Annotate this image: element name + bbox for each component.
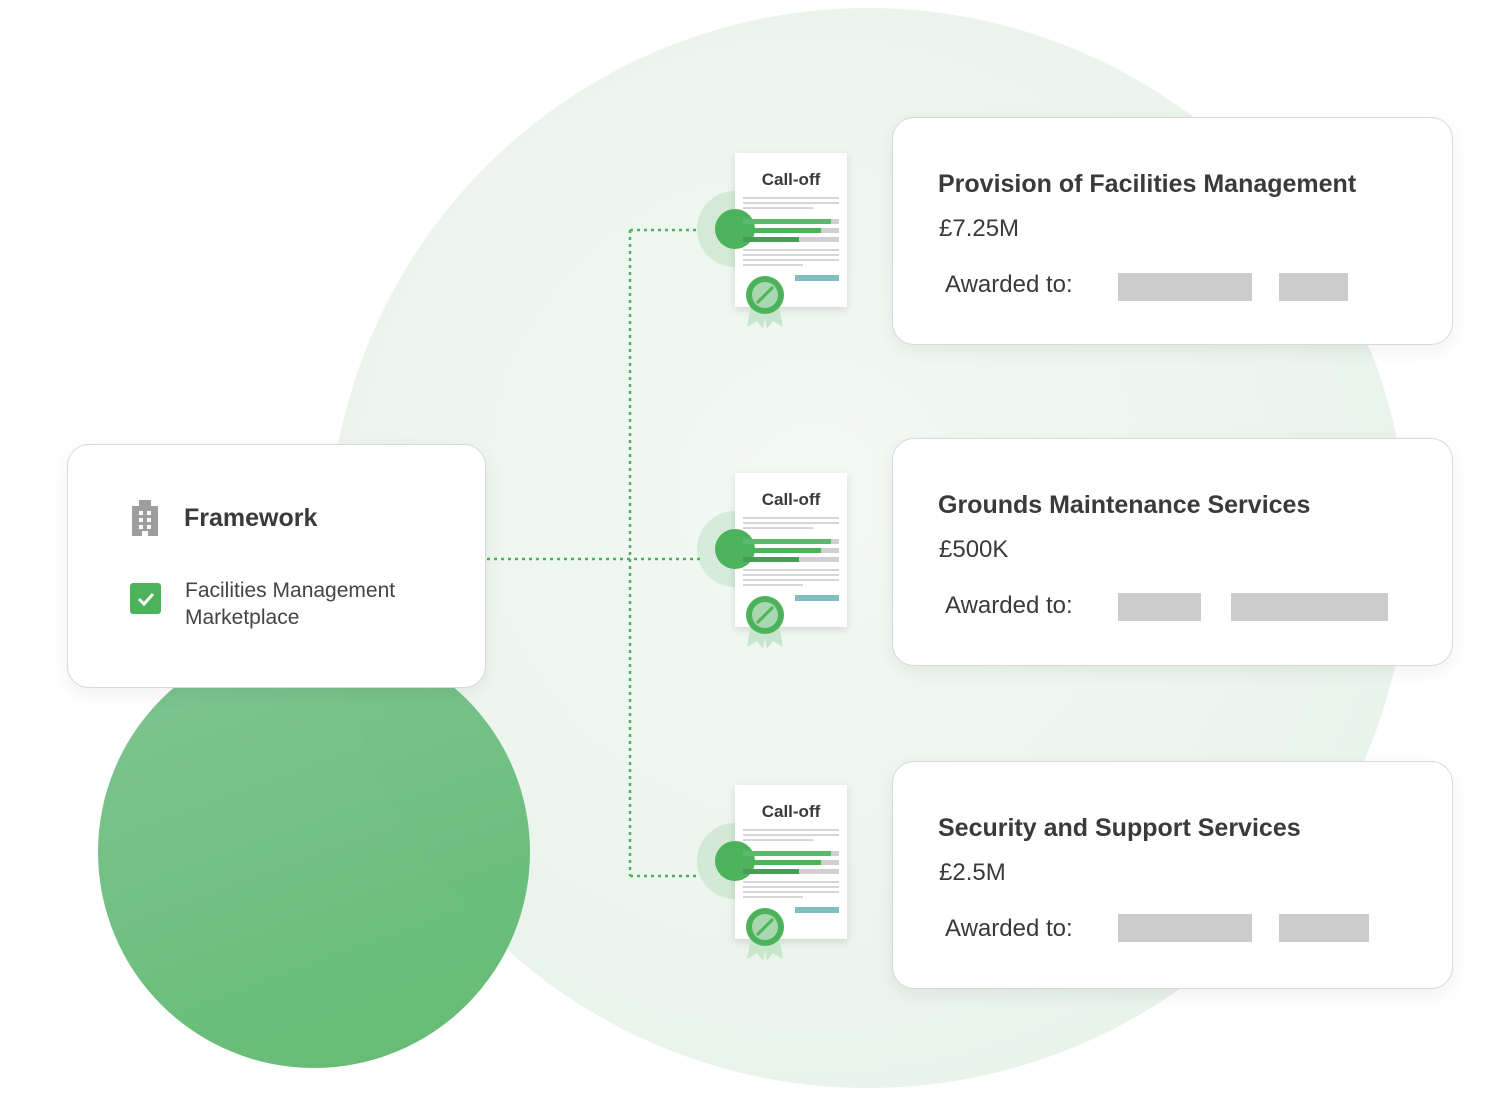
- framework-item[interactable]: Facilities Management Marketplace: [130, 577, 445, 631]
- document-lines-icon: [743, 517, 839, 601]
- checkbox-checked-icon[interactable]: [130, 583, 161, 614]
- redacted-supplier: [1279, 273, 1348, 301]
- award-card-3[interactable]: Security and Support Services £2.5M Awar…: [892, 761, 1453, 989]
- award-title: Security and Support Services: [938, 814, 1301, 842]
- call-off-document-2: Call-off: [697, 473, 847, 649]
- document-lines-icon: [743, 829, 839, 913]
- framework-header: Framework: [130, 500, 317, 536]
- redacted-supplier: [1118, 273, 1252, 301]
- awarded-to-label: Awarded to:: [945, 271, 1073, 298]
- framework-title: Framework: [184, 503, 318, 532]
- framework-card[interactable]: Framework Facilities Management Marketpl…: [67, 444, 486, 688]
- call-off-document-3: Call-off: [697, 785, 847, 961]
- award-seal-icon: [746, 596, 784, 649]
- document-title: Call-off: [761, 170, 821, 189]
- award-title: Grounds Maintenance Services: [938, 491, 1311, 519]
- awarded-to-label: Awarded to:: [945, 915, 1073, 942]
- award-seal-icon: [746, 276, 784, 329]
- document-title: Call-off: [761, 490, 821, 509]
- award-value: £500K: [939, 536, 1009, 563]
- award-value: £2.5M: [939, 859, 1006, 886]
- building-icon: [132, 500, 158, 536]
- framework-item-label: Facilities Management Marketplace: [185, 579, 396, 629]
- award-title: Provision of Facilities Management: [938, 170, 1357, 198]
- awarded-to-label: Awarded to:: [945, 592, 1073, 619]
- award-card-1[interactable]: Provision of Facilities Management £7.25…: [892, 117, 1453, 345]
- redacted-supplier: [1118, 914, 1252, 942]
- document-lines-icon: [743, 197, 839, 281]
- redacted-supplier: [1231, 593, 1388, 621]
- redacted-supplier: [1279, 914, 1369, 942]
- award-value: £7.25M: [939, 215, 1020, 242]
- document-title: Call-off: [761, 802, 821, 821]
- award-seal-icon: [746, 908, 784, 961]
- redacted-supplier: [1118, 593, 1201, 621]
- call-off-document-1: Call-off: [697, 153, 847, 329]
- award-card-2[interactable]: Grounds Maintenance Services £500K Award…: [892, 438, 1453, 666]
- background-circle-green: [98, 636, 530, 1068]
